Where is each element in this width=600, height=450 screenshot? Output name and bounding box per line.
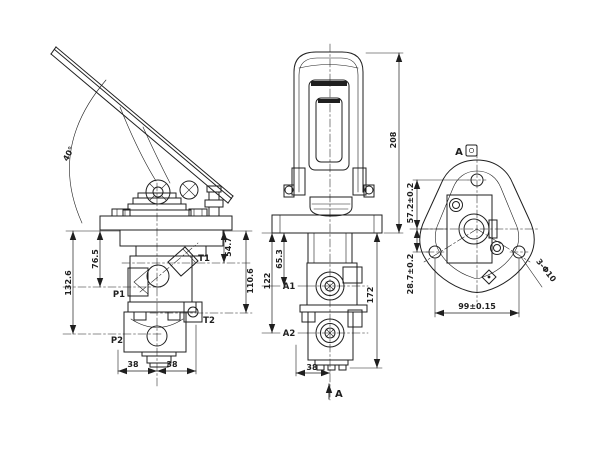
pedal-lever	[50, 46, 234, 204]
port-label-p2: P2	[111, 336, 123, 346]
front-view: 208 65.3 122 172 38 A1 A2 A 57.2±0.2 28.…	[261, 43, 469, 401]
hole-position-dimensions: 57.2±0.2 28.7±0.2	[406, 179, 469, 295]
port-label-p1: P1	[113, 290, 125, 300]
valve-body-bottom	[446, 194, 504, 285]
base-plate-side	[99, 208, 233, 231]
view-a-flag-icon	[465, 144, 478, 157]
dim-hole-spacing: 99±0.15	[458, 302, 496, 311]
dim-t1-height: 54.7	[224, 237, 233, 257]
pivot-hinge	[145, 179, 199, 205]
port-label-t2: T2	[203, 316, 215, 326]
dim-t2-height: 110.6	[246, 268, 255, 294]
dim-mount-holes: 3-Φ10	[534, 257, 558, 284]
dim-a2-height: 122	[263, 273, 272, 290]
port-label-a2: A2	[283, 329, 296, 339]
angle-label: 40°	[61, 145, 76, 163]
aview-centerlines	[419, 149, 541, 303]
base-plate-front	[271, 214, 383, 234]
port-label-a1: A1	[283, 282, 296, 292]
side-dimensions: 132.6 76.5 54.7 110.6 38 38 T1 P1 T2 P2	[64, 230, 255, 375]
holes-leader-line	[520, 256, 543, 288]
side-view: 40° 132.6 76.5 54.7 110.6 38 38 T1 P1 T2…	[50, 46, 255, 389]
dim-width-left: 38	[127, 360, 139, 369]
angle-arc	[69, 79, 107, 224]
side-centerlines	[62, 182, 253, 389]
pedal-front	[283, 51, 375, 217]
dim-hole-top: 57.2±0.2	[406, 183, 415, 224]
dim-p1-height: 76.5	[91, 249, 100, 269]
dim-total-height: 132.6	[64, 270, 73, 296]
view-a-flag-dot-icon	[468, 148, 474, 154]
a-view: A 3-Φ10 99±0.15	[419, 144, 558, 318]
valve-body-front	[299, 232, 368, 371]
adjuster-bolt	[204, 185, 224, 217]
front-dimensions: 208 65.3 122 172 38 A1 A2 A	[261, 52, 404, 400]
dim-body-height: 172	[366, 287, 375, 304]
dim-width-right: 38	[166, 360, 178, 369]
dim-hole-lower: 28.7±0.2	[406, 254, 415, 295]
dim-pedal-height: 208	[389, 131, 398, 148]
port-label-t1: T1	[198, 254, 210, 264]
dim-front-width: 38	[306, 363, 318, 372]
valve-body-side	[119, 229, 224, 368]
section-label: A	[335, 389, 343, 400]
view-a-label: A	[455, 147, 463, 158]
dim-a1-height: 65.3	[275, 249, 284, 269]
front-centerlines	[306, 43, 369, 401]
